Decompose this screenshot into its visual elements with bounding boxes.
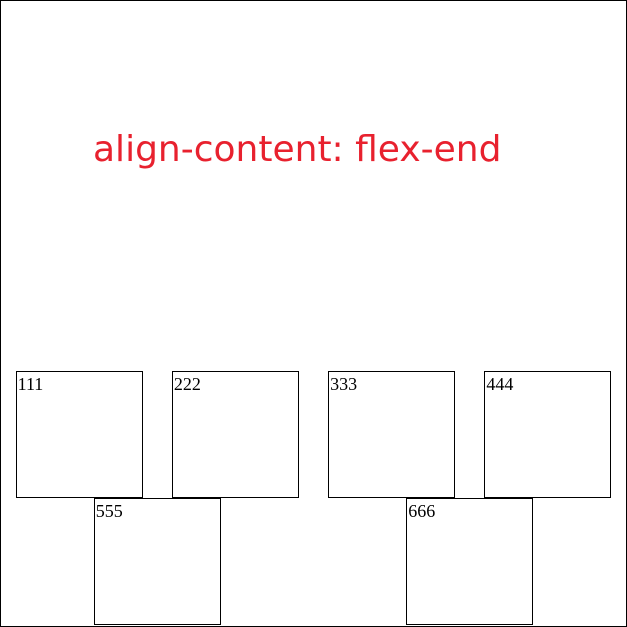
flex-item-555: 555 <box>93 498 221 625</box>
flex-item-111: 111 <box>15 371 143 498</box>
flex-item-222: 222 <box>171 371 299 498</box>
flex-item-666: 666 <box>406 498 534 625</box>
page-title: align-content: flex-end <box>93 129 502 170</box>
flex-item-444: 444 <box>484 371 612 498</box>
flex-item-333: 333 <box>328 371 456 498</box>
